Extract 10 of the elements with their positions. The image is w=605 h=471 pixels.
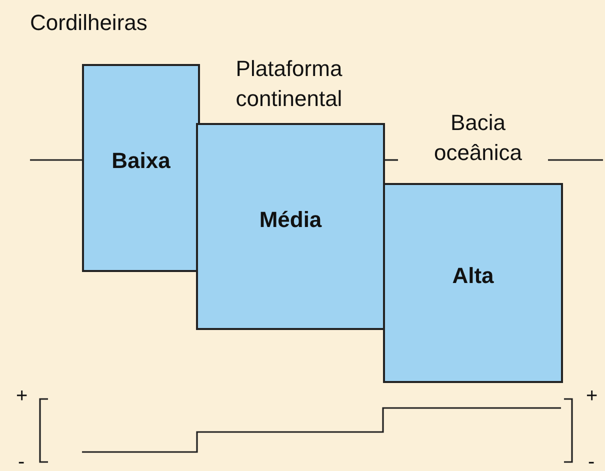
sign-label: +	[16, 386, 28, 406]
region-label: Plataforma continental	[234, 55, 344, 113]
level-label: Alta	[452, 263, 494, 289]
region-label: Bacia oceânica	[432, 109, 524, 167]
level-label: Média	[259, 206, 322, 232]
sign-label: +	[586, 386, 598, 406]
sign-label: -	[18, 452, 25, 471]
region-label: Cordilheiras	[30, 9, 148, 37]
sign-label: -	[588, 452, 595, 471]
level-label: Baixa	[112, 148, 170, 174]
